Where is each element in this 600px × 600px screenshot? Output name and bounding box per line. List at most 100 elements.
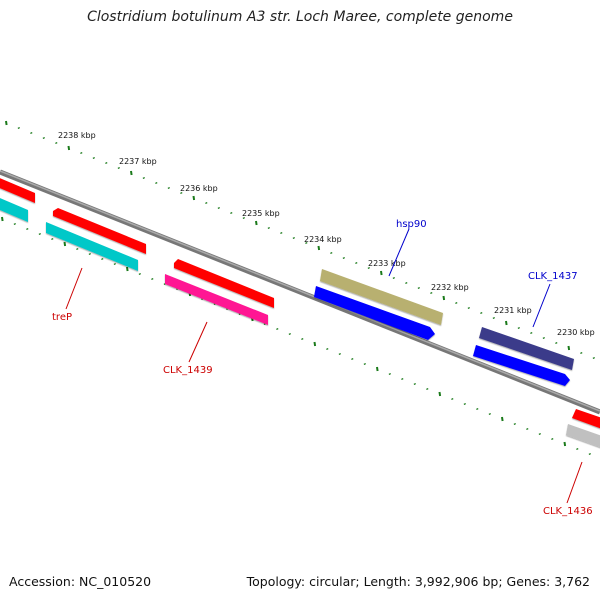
minor-tick [330,251,333,255]
minor-tick [488,412,491,416]
minor-tick [276,327,279,331]
gene-feature-CLK_1437[interactable] [479,327,574,370]
minor-tick [513,422,516,426]
minor-tick [517,326,520,330]
cds-feature-CLK_1439[interactable] [174,259,274,308]
minor-tick [180,191,183,195]
minor-tick [167,186,170,190]
minor-tick [55,141,58,145]
major-tick [380,270,383,276]
minor-tick [230,211,233,215]
minor-tick [580,351,583,355]
minor-tick [426,387,429,391]
gene-label-treP[interactable]: treP [52,312,72,323]
minor-tick [392,276,395,280]
rna-feature-CLK_1437[interactable] [473,345,570,386]
accession-text: Accession: NC_010520 [9,574,152,589]
minor-tick [305,241,308,245]
minor-tick [355,261,358,265]
gene-feature-CLK_1439[interactable] [165,274,268,325]
minor-tick [413,382,416,386]
gene-labels: treP CLK_1439 hsp90 CLK_1437 CLK_1436 [52,219,593,517]
gene-feature-treP[interactable] [46,222,138,271]
outer-tick-ruler [5,120,595,360]
minor-tick [301,337,304,341]
minor-tick [80,151,83,155]
minor-tick [113,262,116,266]
minor-tick [288,332,291,336]
minor-tick [280,231,283,235]
leader-line-CLK_1436 [566,461,583,504]
major-tick [505,320,508,326]
minor-tick [538,432,541,436]
minor-tick [155,181,158,185]
minor-tick [480,311,483,315]
minor-tick [26,227,29,231]
major-tick [192,195,196,201]
minor-tick [592,356,595,360]
minor-tick [105,161,108,165]
gene-label-CLK_1439[interactable]: CLK_1439 [163,365,213,376]
rna-feature-hsp90[interactable] [314,286,435,340]
major-tick [67,145,71,151]
minor-tick [88,252,91,256]
cds-feature-CLK_1436[interactable] [572,409,600,430]
gene-feature-hsp90[interactable] [320,269,443,325]
ruler-label: 2235 kbp [242,209,280,218]
major-tick [130,170,133,176]
minor-tick [417,286,420,290]
minor-tick [205,201,208,205]
major-tick [5,120,8,126]
minor-tick [551,437,554,441]
minor-tick [401,377,404,381]
leader-line-CLK_1437 [532,283,551,328]
minor-tick [476,407,479,411]
leader-lines [65,228,583,504]
minor-tick [292,236,295,240]
minor-tick [17,126,20,130]
minor-tick [338,352,341,356]
minor-tick [163,282,166,286]
genome-summary-text: Topology: circular; Length: 3,992,906 bp… [246,574,590,589]
minor-tick [576,447,579,451]
ruler-label: 2237 kbp [119,157,157,166]
minor-tick [117,166,120,170]
minor-tick [588,452,591,456]
gene-label-CLK_1436[interactable]: CLK_1436 [543,506,593,517]
gene-label-CLK_1437[interactable]: CLK_1437 [528,271,578,282]
minor-tick [526,427,529,431]
major-tick [317,245,321,251]
major-tick [501,416,504,422]
minor-tick [367,266,370,270]
minor-tick [430,291,433,295]
gene-feature-CLK_1436[interactable] [566,424,600,449]
gene-label-hsp90[interactable]: hsp90 [396,219,427,230]
page-title: Clostridium botulinum A3 str. Loch Maree… [87,9,513,25]
minor-tick [142,176,145,180]
minor-tick [51,237,54,241]
major-tick [442,295,446,301]
ruler-label: 2236 kbp [180,184,218,193]
leader-line-treP [65,267,83,310]
minor-tick [138,272,141,276]
minor-tick [451,397,454,401]
ruler-label: 2231 kbp [494,306,532,315]
minor-tick [267,226,270,230]
ruler-label: 2234 kbp [304,235,342,244]
ruler-label: 2233 kbp [368,259,406,268]
minor-tick [326,347,329,351]
minor-tick [363,362,366,366]
minor-tick [30,131,33,135]
major-tick [563,441,567,447]
minor-tick [405,281,408,285]
minor-tick [242,216,245,220]
minor-tick [530,331,533,335]
gene-feature[interactable] [0,196,28,222]
minor-tick [455,301,458,305]
cds-feature[interactable] [0,176,35,203]
genome-backbone [0,169,600,415]
major-tick [126,266,129,272]
major-tick [255,220,258,226]
major-tick [567,345,571,351]
cds-feature-treP[interactable] [53,208,146,254]
